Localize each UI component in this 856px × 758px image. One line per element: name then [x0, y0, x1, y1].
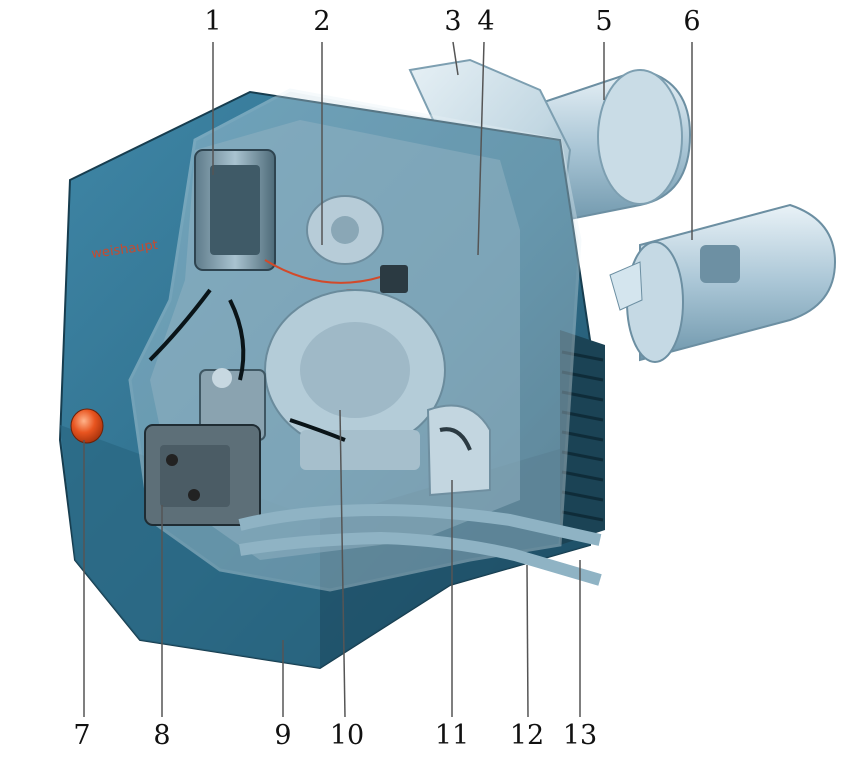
callout-4: 4: [477, 6, 495, 37]
flame-head: [609, 203, 837, 363]
callout-1: 1: [204, 6, 222, 37]
callout-10: 10: [329, 720, 365, 751]
oil-hoses: [238, 503, 602, 586]
callout-9: 9: [274, 720, 292, 751]
fan-flange: [264, 289, 446, 470]
reset-button: [70, 408, 104, 444]
motor: [194, 149, 276, 271]
cooling-ribs: [560, 330, 605, 545]
callout-3: 3: [444, 6, 462, 37]
callout-6: 6: [683, 6, 701, 37]
oil-pump: [144, 424, 261, 526]
callout-8: 8: [153, 720, 171, 751]
callout-11: 11: [434, 720, 470, 751]
callout-13: 13: [562, 720, 598, 751]
leader-lines: [83, 41, 693, 718]
callout-7: 7: [73, 720, 91, 751]
air-damper: [426, 404, 491, 497]
callout-5: 5: [595, 6, 613, 37]
callout-12: 12: [509, 720, 545, 751]
callout-2: 2: [313, 6, 331, 37]
